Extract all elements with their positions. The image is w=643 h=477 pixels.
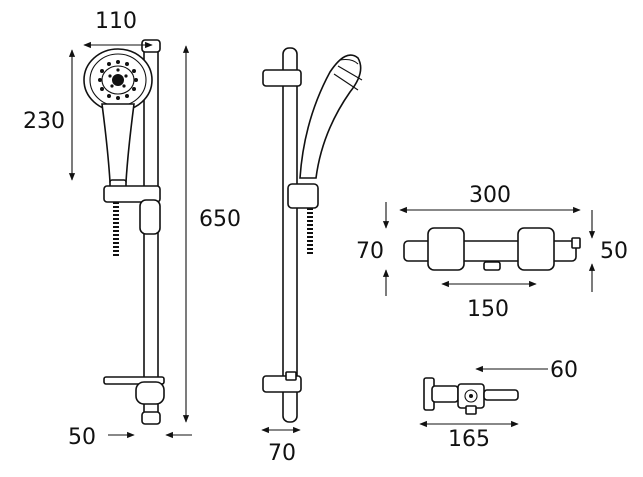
dim-valve-height-right-label: 50 <box>600 239 628 264</box>
side-rail <box>282 47 298 423</box>
dim-valve-centres-label: 150 <box>467 297 509 322</box>
soap-dish <box>103 376 165 405</box>
dim-rail-length: 650 <box>182 45 241 423</box>
side-view <box>262 47 363 423</box>
spray-nozzles <box>98 60 138 100</box>
dim-valve-width: 300 <box>399 183 581 214</box>
dim-rail-length-label: 650 <box>199 207 241 232</box>
dim-valve-height-left: 70 <box>356 202 390 296</box>
rail-top-cap <box>141 39 161 53</box>
dim-valve-centres: 150 <box>441 280 537 322</box>
handset-front <box>83 48 153 191</box>
side-top-bracket <box>262 69 302 87</box>
dim-head-width: 110 <box>83 9 153 49</box>
rail-bottom-cap <box>141 411 161 425</box>
handset-holder <box>103 185 161 235</box>
dim-head-width-label: 110 <box>95 9 137 34</box>
dim-valve-depth: 60 <box>475 358 578 383</box>
dim-head-height-label: 230 <box>23 109 65 134</box>
dim-rail-offset-label: 50 <box>68 425 96 450</box>
dim-rail-offset: 50 <box>68 425 192 450</box>
dim-valve-projection: 165 <box>419 420 519 452</box>
dim-valve-projection-label: 165 <box>448 427 490 452</box>
dim-bracket-depth-label: 70 <box>268 441 296 466</box>
side-holder <box>287 183 319 209</box>
dim-valve-height-right: 50 <box>588 210 628 292</box>
front-view <box>83 39 165 425</box>
dim-head-height: 230 <box>23 49 76 181</box>
dim-valve-width-label: 300 <box>469 183 511 208</box>
valve-front <box>403 227 581 271</box>
dim-bracket-depth: 70 <box>261 426 301 466</box>
handset-side <box>299 54 363 179</box>
dim-valve-depth-label: 60 <box>550 358 578 383</box>
valve-side <box>423 377 519 415</box>
dim-valve-height-left-label: 70 <box>356 239 384 264</box>
